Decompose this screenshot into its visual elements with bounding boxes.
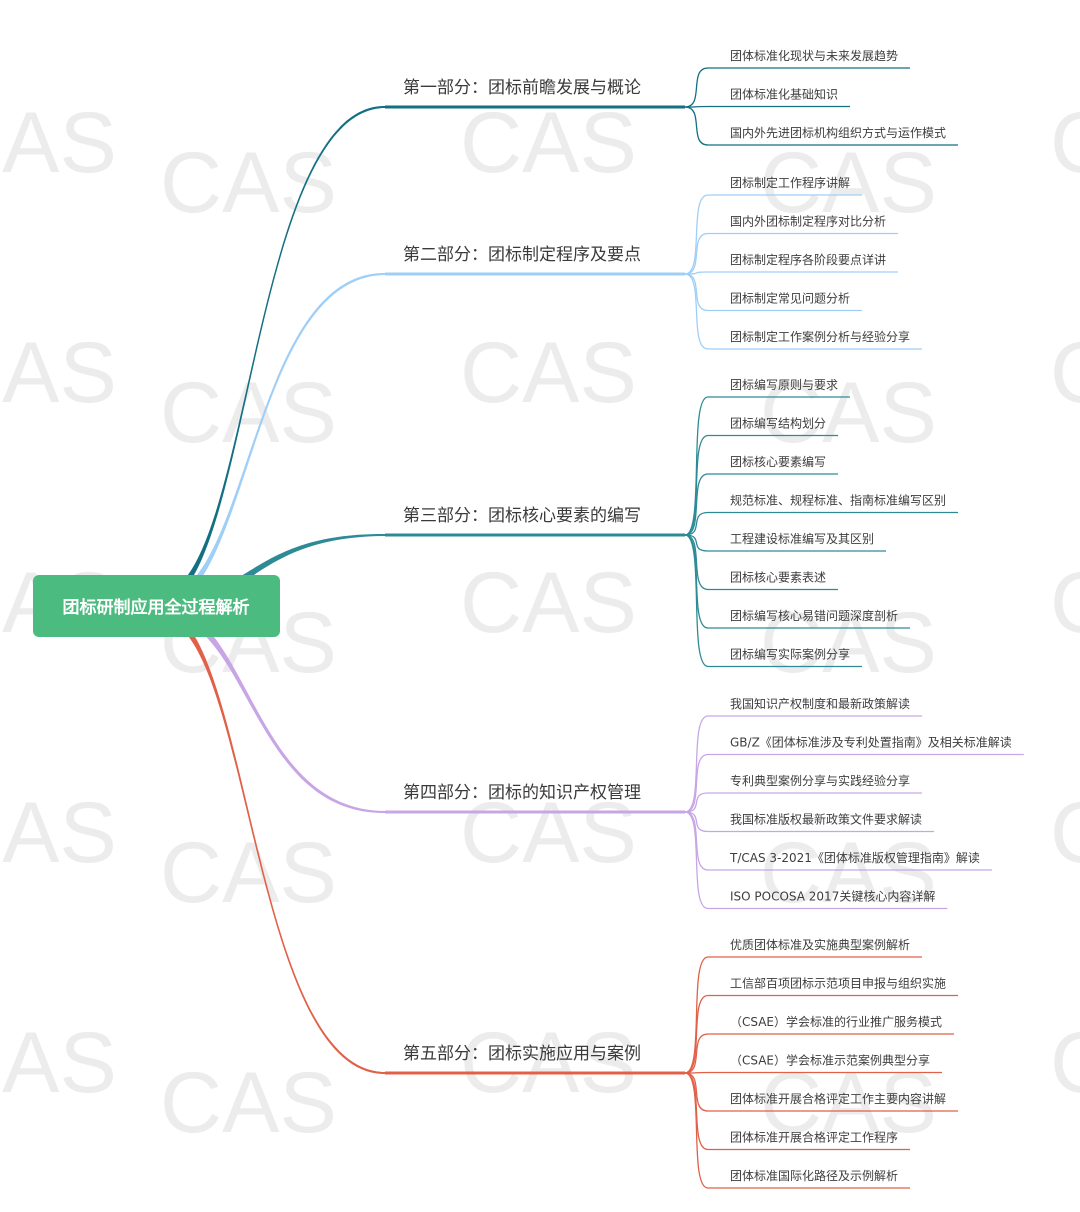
- watermark-text: CAS: [1050, 785, 1080, 881]
- leaf-connector: [684, 792, 709, 813]
- leaf-label[interactable]: 专利典型案例分享与实践经验分享: [730, 773, 910, 788]
- leaf-connector: [684, 534, 709, 668]
- branch-label[interactable]: 第一部分：团标前瞻发展与概论: [403, 78, 641, 98]
- leaf-label[interactable]: ISO POCOSA 2017关键核心内容详解: [730, 889, 935, 904]
- leaf-label[interactable]: 规范标准、规程标准、指南标准编写区别: [730, 493, 946, 508]
- leaf-label[interactable]: 团标编写结构划分: [730, 416, 826, 431]
- watermark-text: CAS: [460, 95, 637, 191]
- leaf-label[interactable]: 团标编写原则与要求: [730, 377, 838, 392]
- leaf-label[interactable]: 国内外团标制定程序对比分析: [730, 214, 886, 229]
- watermark-text: CAS: [0, 785, 117, 881]
- leaf-connector: [684, 67, 709, 108]
- root-node[interactable]: 团标研制应用全过程解析: [33, 575, 280, 637]
- watermark-text: CAS: [460, 555, 637, 651]
- branch-label[interactable]: 第三部分：团标核心要素的编写: [403, 506, 641, 526]
- leaf-layer: 团体标准化现状与未来发展趋势团体标准化基础知识国内外先进团标机构组织方式与运作模…: [684, 48, 1024, 1189]
- leaf-connector: [684, 1033, 709, 1074]
- watermark-text: CAS: [160, 365, 337, 461]
- leaf-label[interactable]: 团标核心要素编写: [730, 454, 826, 469]
- root-node-box[interactable]: [33, 575, 280, 637]
- leaf-connector: [684, 715, 709, 813]
- watermark-text: CAS: [160, 135, 337, 231]
- watermark-text: CAS: [160, 825, 337, 921]
- leaf-connector: [684, 396, 709, 536]
- leaf-connector: [684, 511, 709, 536]
- leaf-connector: [684, 994, 709, 1074]
- leaf-label[interactable]: 团标制定工作程序讲解: [730, 175, 850, 190]
- watermark-text: CAS: [1050, 555, 1080, 651]
- leaf-label[interactable]: 工信部百项团标示范项目申报与组织实施: [730, 976, 946, 991]
- leaf-connector: [684, 434, 709, 536]
- watermark-text: CAS: [460, 1015, 637, 1111]
- watermark-text: CAS: [1050, 325, 1080, 421]
- leaf-label[interactable]: 团标核心要素表述: [730, 571, 826, 585]
- leaf-label[interactable]: 优质团体标准及实施典型案例解析: [730, 937, 910, 952]
- watermark-text: CAS: [1050, 1015, 1080, 1111]
- leaf-label[interactable]: T/CAS 3-2021《团体标准版权管理指南》解读: [729, 850, 980, 865]
- leaf-connector: [684, 106, 709, 146]
- leaf-label[interactable]: 国内外先进团标机构组织方式与运作模式: [730, 125, 946, 140]
- leaf-connector: [684, 956, 709, 1074]
- watermark-text: CAS: [760, 365, 937, 461]
- leaf-label[interactable]: 团体标准化基础知识: [730, 88, 838, 102]
- leaf-label[interactable]: 团体标准化现状与未来发展趋势: [730, 48, 898, 63]
- leaf-connector: [684, 194, 709, 275]
- branch-label[interactable]: 第五部分：团标实施应用与案例: [403, 1044, 641, 1064]
- leaf-label[interactable]: 团标制定程序各阶段要点详讲: [730, 252, 886, 267]
- leaf-connector: [684, 273, 709, 350]
- leaf-connector: [684, 473, 709, 536]
- leaf-label[interactable]: 工程建设标准编写及其区别: [730, 531, 874, 546]
- leaf-label[interactable]: 我国知识产权制度和最新政策解读: [730, 696, 910, 711]
- leaf-connector: [684, 1072, 709, 1189]
- watermark-text: CAS: [0, 1015, 117, 1111]
- leaf-connector: [684, 1072, 709, 1112]
- leaf-label[interactable]: （CSAE）学会标准示范案例典型分享: [730, 1053, 930, 1068]
- root-node-label: 团标研制应用全过程解析: [63, 597, 250, 618]
- branch-label[interactable]: 第四部分：团标的知识产权管理: [403, 783, 641, 803]
- leaf-connector: [684, 534, 709, 591]
- leaf-connector: [684, 232, 709, 275]
- watermark-layer: CAS CAS CAS CAS CAS CAS CAS CAS CAS CAS CAS CAS CAS C…: [0, 95, 1080, 1151]
- watermark-text: CAS: [460, 325, 637, 421]
- leaf-label[interactable]: GB/Z《团体标准涉及专利处置指南》及相关标准解读: [730, 735, 1012, 750]
- leaf-label[interactable]: 团体标准开展合格评定工作程序: [730, 1130, 898, 1145]
- watermark-text: CAS: [0, 325, 117, 421]
- leaf-label[interactable]: 团标制定工作案例分析与经验分享: [730, 329, 910, 344]
- watermark-text: CAS: [160, 1055, 337, 1151]
- leaf-label[interactable]: 我国标准版权最新政策文件要求解读: [730, 812, 922, 827]
- watermark-text: CAS: [1050, 95, 1080, 191]
- watermark-text: CAS: [0, 95, 117, 191]
- leaf-label[interactable]: （CSAE）学会标准的行业推广服务模式: [730, 1014, 942, 1029]
- leaf-connector: [684, 753, 709, 813]
- watermark-text: CAS: [760, 595, 937, 691]
- leaf-label[interactable]: 团标制定常见问题分析: [730, 291, 850, 306]
- watermark-text: CAS: [460, 785, 637, 881]
- leaf-label[interactable]: 团体标准国际化路径及示例解析: [730, 1168, 898, 1183]
- watermark-text: CAS: [760, 1055, 937, 1151]
- leaf-label[interactable]: 团标编写核心易错问题深度剖析: [730, 608, 898, 623]
- leaf-label[interactable]: 团标编写实际案例分享: [730, 647, 850, 662]
- leaf-label[interactable]: 团体标准开展合格评定工作主要内容讲解: [730, 1091, 946, 1106]
- watermark-text: CAS: [760, 825, 937, 921]
- leaf-connector: [684, 811, 709, 833]
- leaf-connector: [684, 811, 709, 910]
- watermark-text: CAS: [760, 135, 937, 231]
- branch-label[interactable]: 第二部分：团标制定程序及要点: [403, 245, 641, 265]
